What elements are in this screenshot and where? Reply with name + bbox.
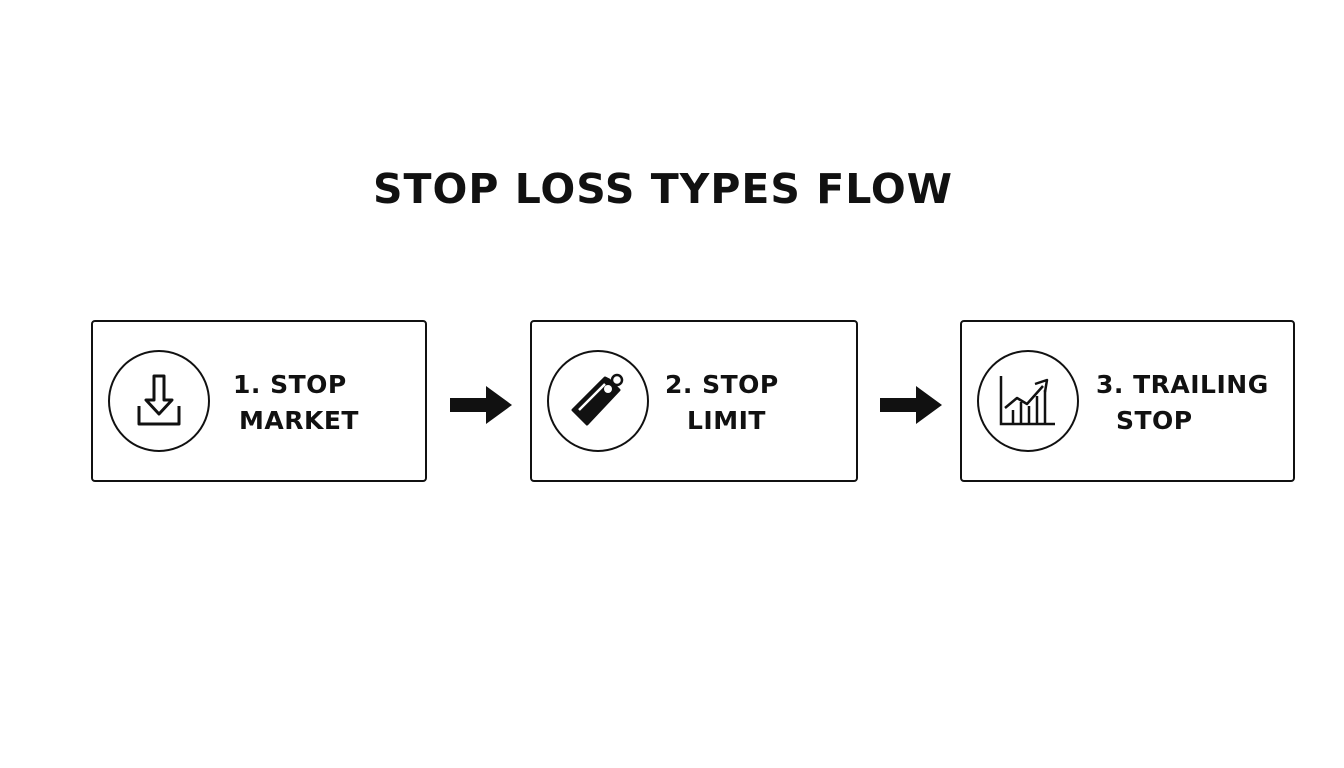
step-box-stop-market: 1. STOP MARKET — [91, 320, 427, 482]
step-box-stop-limit: 2. STOP LIMIT — [530, 320, 858, 482]
step-label: 3. TRAILING STOP — [1096, 367, 1269, 439]
flow-arrow — [450, 386, 512, 424]
price-tag-icon — [571, 373, 624, 426]
step-label-line1: 3. TRAILING — [1096, 370, 1269, 399]
download-arrow-icon — [137, 374, 181, 426]
diagram-title: STOP LOSS TYPES FLOW — [373, 165, 953, 213]
step-label: 2. STOP LIMIT — [665, 367, 779, 439]
step-label-line1: 1. STOP — [233, 370, 347, 399]
step-box-trailing-stop: 3. TRAILING STOP — [960, 320, 1295, 482]
step-label-line2: MARKET — [239, 406, 359, 435]
icon-circle — [977, 350, 1079, 452]
step-label-line2: LIMIT — [687, 406, 766, 435]
step-label: 1. STOP MARKET — [233, 367, 359, 439]
step-label-line1: 2. STOP — [665, 370, 779, 399]
rising-chart-icon — [999, 376, 1055, 426]
step-label-line2: STOP — [1116, 406, 1193, 435]
icon-circle — [547, 350, 649, 452]
flow-arrow — [880, 386, 942, 424]
icon-circle — [108, 350, 210, 452]
